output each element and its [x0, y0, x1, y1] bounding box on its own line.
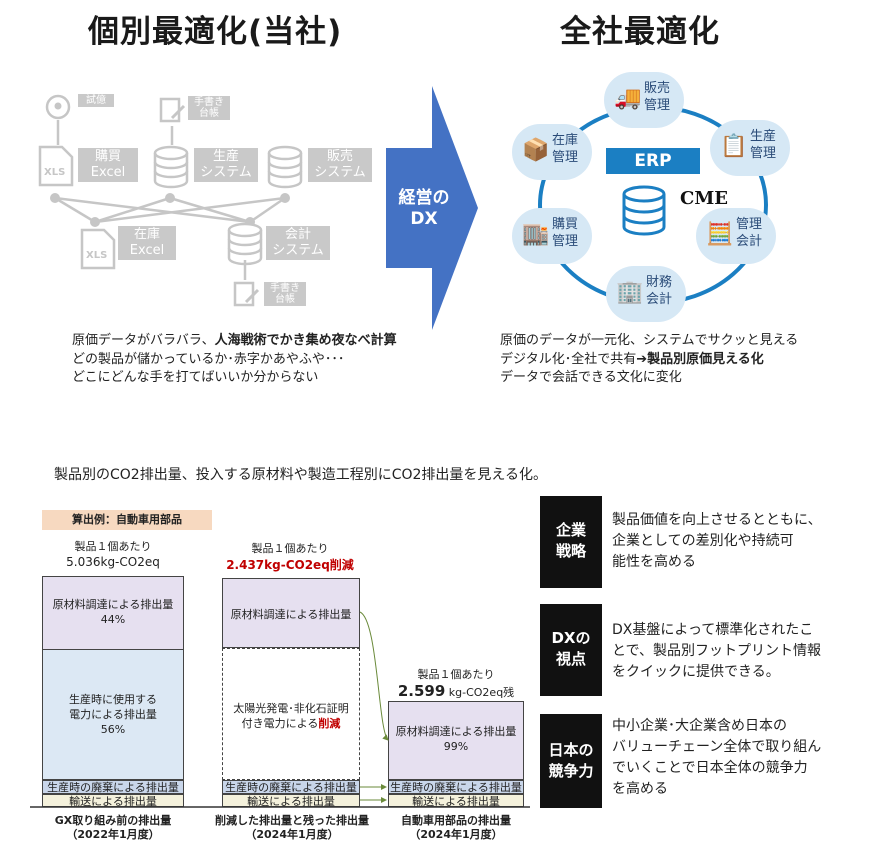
truck-icon: 🚚 — [614, 86, 642, 111]
database-icon — [622, 185, 666, 236]
col2-material-label: 原材料調達による排出量 — [230, 608, 352, 621]
side-label-dx: DXの 視点 — [540, 604, 602, 696]
right-caption: 原価のデータが一元化、システムでサクッと見える デジタル化･全社で共有➔製品別原… — [500, 332, 840, 388]
clipboard-clock-icon: 📋 — [720, 134, 748, 159]
left-caption-line1: 原価データがバラバラ、 — [72, 333, 215, 348]
right-arrow-icon: ➔ — [636, 351, 648, 367]
lightbulb-head-icon — [45, 94, 71, 120]
purchase-label: 購買 Excel — [78, 148, 138, 182]
col3-material-pct: 99% — [443, 740, 469, 753]
purchase-mgmt-node: 🏬 購買 管理 — [512, 208, 592, 264]
database-icon — [227, 222, 263, 266]
handwrite-bottom-label: 手書き 台帳 — [264, 282, 306, 306]
inventory-mgmt-label: 在庫 管理 — [552, 133, 579, 165]
erp-badge: ERP — [606, 148, 700, 174]
notebook-pen-icon — [233, 281, 260, 307]
col1-material-pct: 44% — [100, 613, 126, 626]
left-title: 個別最適化(当社) — [88, 14, 343, 50]
finance-node: 🏢 財務 会計 — [606, 266, 686, 322]
calculator-icon: 🧮 — [706, 222, 734, 247]
right-caption-line1: 原価のデータが一元化、システムでサクッと見える — [500, 333, 799, 348]
col1-header2: 5.036kg-CO2eq — [66, 555, 160, 569]
col1-header1: 製品１個あたり — [74, 540, 152, 553]
finance-label: 財務 会計 — [646, 275, 673, 307]
arrow-label: 経営の DX — [398, 188, 450, 229]
col1-power-pct: 56% — [100, 723, 126, 736]
col1-transport-strip: 輸送による排出量 — [42, 794, 184, 808]
production-mgmt-label: 生産 管理 — [750, 129, 777, 161]
col3-waste-strip: 生産時の廃棄による排出量 — [388, 780, 524, 794]
xls-text: XLS — [44, 167, 65, 178]
sales-mgmt-label: 販売 管理 — [644, 81, 671, 113]
col2-header1: 製品１個あたり — [251, 542, 329, 555]
right-title: 全社最適化 — [560, 14, 720, 50]
xls-file-icon: XLS — [80, 228, 116, 270]
database-icon — [153, 145, 189, 189]
chart-connectors — [30, 611, 530, 808]
inventory-mgmt-node: 📦 在庫 管理 — [512, 124, 592, 180]
left-caption-bold: 人海戦術でかき集め夜なべ計算 — [214, 333, 397, 348]
col2-reduced-segment: 太陽光発電･非化石証明 付き電力による削減 — [222, 648, 360, 780]
side-label-japan: 日本の 競争力 — [540, 714, 602, 808]
right-caption-line2: デジタル化･全社で共有 — [500, 351, 637, 367]
col3-header1: 製品１個あたり — [417, 668, 495, 681]
memo-label: 試億 — [78, 94, 114, 107]
side-text-japan: 中小企業･大企業含め日本の バリューチェーン全体で取り組ん でいくことで日本全体… — [612, 718, 822, 797]
col1-material-label: 原材料調達による排出量 — [52, 598, 174, 611]
transition-arrow — [386, 86, 478, 330]
accounting-mgmt-label: 管理 会計 — [736, 217, 763, 249]
col2-header2: 2.437kg-CO2eq削減 — [226, 558, 354, 572]
left-caption: 原価データがバラバラ、人海戦術でかき集め夜なべ計算 どの製品が儲かっているか･赤… — [72, 332, 432, 388]
col3-total-unit: kg-CO2eq残 — [448, 686, 515, 699]
left-caption-line2: どの製品が儲かっているか･赤字かあやふや･･･ — [72, 351, 345, 367]
col2-reduction-label: 削減 — [318, 717, 341, 730]
accounting-label: 会計 システム — [266, 226, 330, 260]
side-text-dx: DX基盤によって標準化されたこ とで、製品別フットプリント情報 をクイックに提供… — [612, 622, 822, 680]
boxes-hand-icon: 📦 — [522, 138, 550, 163]
handwrite-top-label: 手書き 台帳 — [188, 96, 230, 120]
inventory-label: 在庫 Excel — [118, 226, 176, 260]
cme-logo: CME — [680, 188, 728, 209]
col1-waste-strip: 生産時の廃棄による排出量 — [42, 780, 184, 794]
building-chart-icon: 🏢 — [616, 280, 644, 305]
side-label-strategy: 企業 戦略 — [540, 496, 602, 588]
example-tag: 算出例：自動車用部品 — [42, 510, 212, 530]
left-caption-line3: どこにどんな手を打てばいいか分からない — [72, 370, 319, 385]
right-caption-bold: 製品別原価見える化 — [647, 351, 764, 367]
col3-total-number: 2.599 — [397, 682, 446, 700]
database-icon — [267, 145, 303, 189]
col2-material-segment: 原材料調達による排出量 — [222, 578, 360, 648]
side-text-strategy: 製品価値を向上させるとともに、 企業としての差別化や持続可 能性を高める — [612, 512, 822, 570]
col1-power-segment: 生産時に使用する 電力による排出量 56% — [42, 649, 184, 780]
notebook-pen-icon — [159, 97, 186, 123]
purchase-mgmt-label: 購買 管理 — [552, 217, 579, 249]
col3-header2: 2.599 kg-CO2eq残 — [384, 682, 528, 700]
right-caption-line3: データで会話できる文化に変化 — [500, 370, 682, 385]
production-label: 生産 システム — [194, 148, 258, 182]
col3-footer: 自動車用部品の排出量 （2024年1月度） — [401, 814, 511, 841]
production-mgmt-node: 📋 生産 管理 — [710, 120, 790, 176]
building-icon: 🏬 — [522, 222, 550, 247]
col1-power-label: 生産時に使用する 電力による排出量 — [69, 693, 157, 721]
col1-material-segment: 原材料調達による排出量 44% — [42, 576, 184, 650]
col2-solar-label: 太陽光発電･非化石証明 付き電力による — [233, 702, 349, 730]
sales-mgmt-node: 🚚 販売 管理 — [604, 72, 684, 128]
sales-label: 販売 システム — [308, 148, 372, 182]
xls-text: XLS — [86, 250, 107, 261]
xls-file-icon: XLS — [38, 145, 74, 187]
accounting-mgmt-node: 🧮 管理 会計 — [696, 208, 776, 264]
col2-footer: 削減した排出量と残った排出量 （2024年1月度） — [215, 814, 369, 841]
col2-waste-strip: 生産時の廃棄による排出量 — [222, 780, 360, 794]
bottom-heading: 製品別のCO2排出量、投入する原材料や製造工程別にCO2排出量を見える化。 — [54, 467, 547, 483]
col1-footer: GX取り組み前の排出量 （2022年1月度） — [54, 814, 172, 841]
col3-material-label: 原材料調達による排出量 — [395, 725, 517, 738]
col3-material-segment: 原材料調達による排出量 99% — [388, 701, 524, 780]
